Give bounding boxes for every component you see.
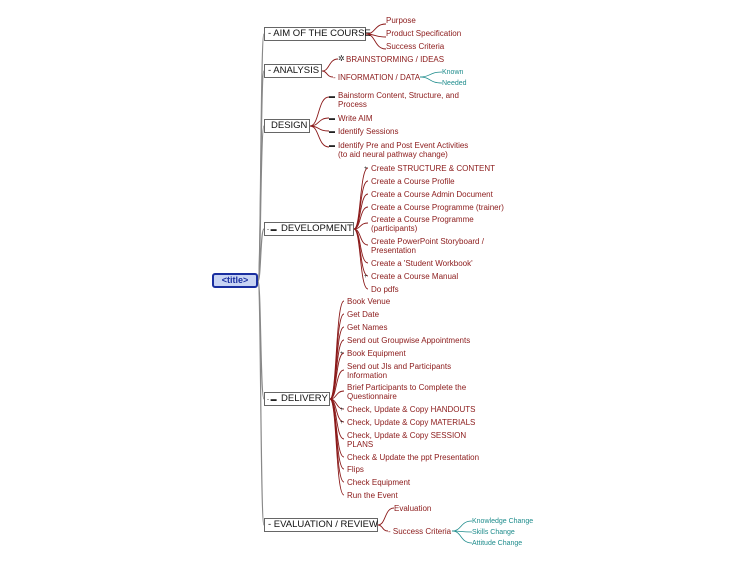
node-create-course-profile[interactable]: Create a Course Profile [371,177,455,186]
child-connector [329,369,345,400]
node-write-aim[interactable]: Write AIM [338,114,373,123]
node-knowledge-change[interactable]: Knowledge Change [472,518,534,525]
idea-icon: ✲ [338,54,345,63]
note-icon: ▬ [329,116,335,122]
branch-connector [257,228,265,282]
node-check-equipment[interactable]: Check Equipment [347,478,411,487]
node-copy-materials[interactable]: Check, Update & Copy MATERIALS [347,418,476,427]
node-send-groupwise[interactable]: Send out Groupwise Appointments [347,336,471,345]
expand-icon[interactable]: + [340,420,344,426]
node-attitude-change[interactable]: Attitude Change [472,540,523,547]
child-connector [321,70,334,78]
branch-aim-of-the-course[interactable]: - AIM OF THE COURSE [264,27,371,41]
node-evaluation[interactable]: Evaluation [394,504,432,513]
node-create-structure-content[interactable]: Create STRUCTURE & CONTENT [371,164,496,173]
note-icon: ▬ [329,129,335,135]
node-information-data[interactable]: - INFORMATION / DATA [333,73,421,82]
node-send-jis[interactable]: Send out JIs and Participants [347,362,452,371]
branch-evaluation-review[interactable]: - EVALUATION / REVIEW [264,518,378,532]
expand-icon[interactable]: + [364,166,368,172]
child-connector [329,352,345,400]
node-get-date[interactable]: Get Date [347,310,380,319]
child-connector [321,58,339,72]
branch-development[interactable]: DEVELOPMENT [264,222,354,236]
child-connector [329,390,345,400]
expand-icon[interactable]: + [340,407,344,413]
expand-marker[interactable]: - ▬ [267,397,277,403]
node-skills-change[interactable]: Skills Change [472,529,515,536]
child-connector [353,206,369,230]
subchild-connector [451,520,473,532]
node-send-jis-cont: Information [347,371,388,380]
expand-icon[interactable]: + [364,274,368,280]
note-icon: ▬ [329,94,335,100]
node-create-programme-trainer[interactable]: Create a Course Programme (trainer) [371,203,504,212]
child-connector [329,398,345,496]
branch-analysis[interactable]: - ANALYSIS [264,64,322,78]
node-book-venue[interactable]: Book Venue [347,297,391,306]
node-flips[interactable]: Flips [347,465,364,474]
node-identify-sessions[interactable]: Identify Sessions [338,127,399,136]
child-connector [353,180,369,230]
node-create-powerpoint-cont: Presentation [371,246,416,255]
child-connector [377,507,395,526]
node-create-programme-participants[interactable]: Create a Course Programme [371,215,474,224]
node-identify-pre-post-cont: (to aid neural pathway change) [338,150,448,159]
child-connector [309,96,330,127]
node-success-criteria[interactable]: Success Criteria [386,42,445,51]
node-brainstorm-content-cont: Process [338,100,367,109]
node-create-course-manual[interactable]: Create a Course Manual [371,272,459,281]
node-run-event[interactable]: Run the Event [347,491,398,500]
expand-marker[interactable]: - ▬ [267,227,277,233]
child-connector [353,222,369,230]
child-connector [309,125,330,148]
subchild-connector [419,71,443,78]
node-create-powerpoint[interactable]: Create PowerPoint Storyboard / [371,237,484,246]
child-connector [365,33,387,50]
node-copy-handouts[interactable]: Check, Update & Copy HANDOUTS [347,405,476,414]
branch-design[interactable]: DESIGN [264,119,310,133]
node-identify-pre-post[interactable]: Identify Pre and Post Event Activities [338,141,469,150]
branch-connector [257,125,265,282]
subchild-connector [419,76,443,84]
root-node[interactable]: <title> [212,273,258,288]
node-create-admin-document[interactable]: Create a Course Admin Document [371,190,493,199]
node-create-student-workbook[interactable]: Create a 'Student Workbook' [371,259,473,268]
node-update-ppt[interactable]: Check & Update the ppt Presentation [347,453,480,462]
node-success-criteria-eval[interactable]: - Success Criteria [388,527,452,536]
branch-connector [257,280,265,400]
node-brief-participants-cont: Questionnaire [347,392,397,401]
node-do-pdfs[interactable]: Do pdfs [371,285,399,294]
child-connector [353,228,369,277]
child-connector [353,228,369,290]
node-get-names[interactable]: Get Names [347,323,388,332]
node-create-programme-participants-cont: (participants) [371,224,418,233]
branch-connector [257,280,265,526]
subchild-connector [451,530,473,544]
node-brainstorm-content[interactable]: Bainstorm Content, Structure, and [338,91,459,100]
node-brainstorming-ideas[interactable]: BRAINSTORMING / IDEAS [346,55,445,64]
node-purpose[interactable]: Purpose [386,16,416,25]
expand-icon[interactable]: + [340,351,344,357]
node-brief-participants[interactable]: Brief Participants to Complete the [347,383,467,392]
node-product-specification[interactable]: Product Specification [386,29,462,38]
branch-delivery[interactable]: DELIVERY [264,392,330,406]
node-copy-session-plans-cont: PLANS [347,440,374,449]
node-needed[interactable]: Needed [442,80,467,87]
node-known[interactable]: Known [442,69,464,76]
child-connector [377,524,389,532]
node-book-equipment[interactable]: Book Equipment [347,349,406,358]
node-copy-session-plans[interactable]: Check, Update & Copy SESSION [347,431,467,440]
note-icon: ▬ [329,143,335,149]
